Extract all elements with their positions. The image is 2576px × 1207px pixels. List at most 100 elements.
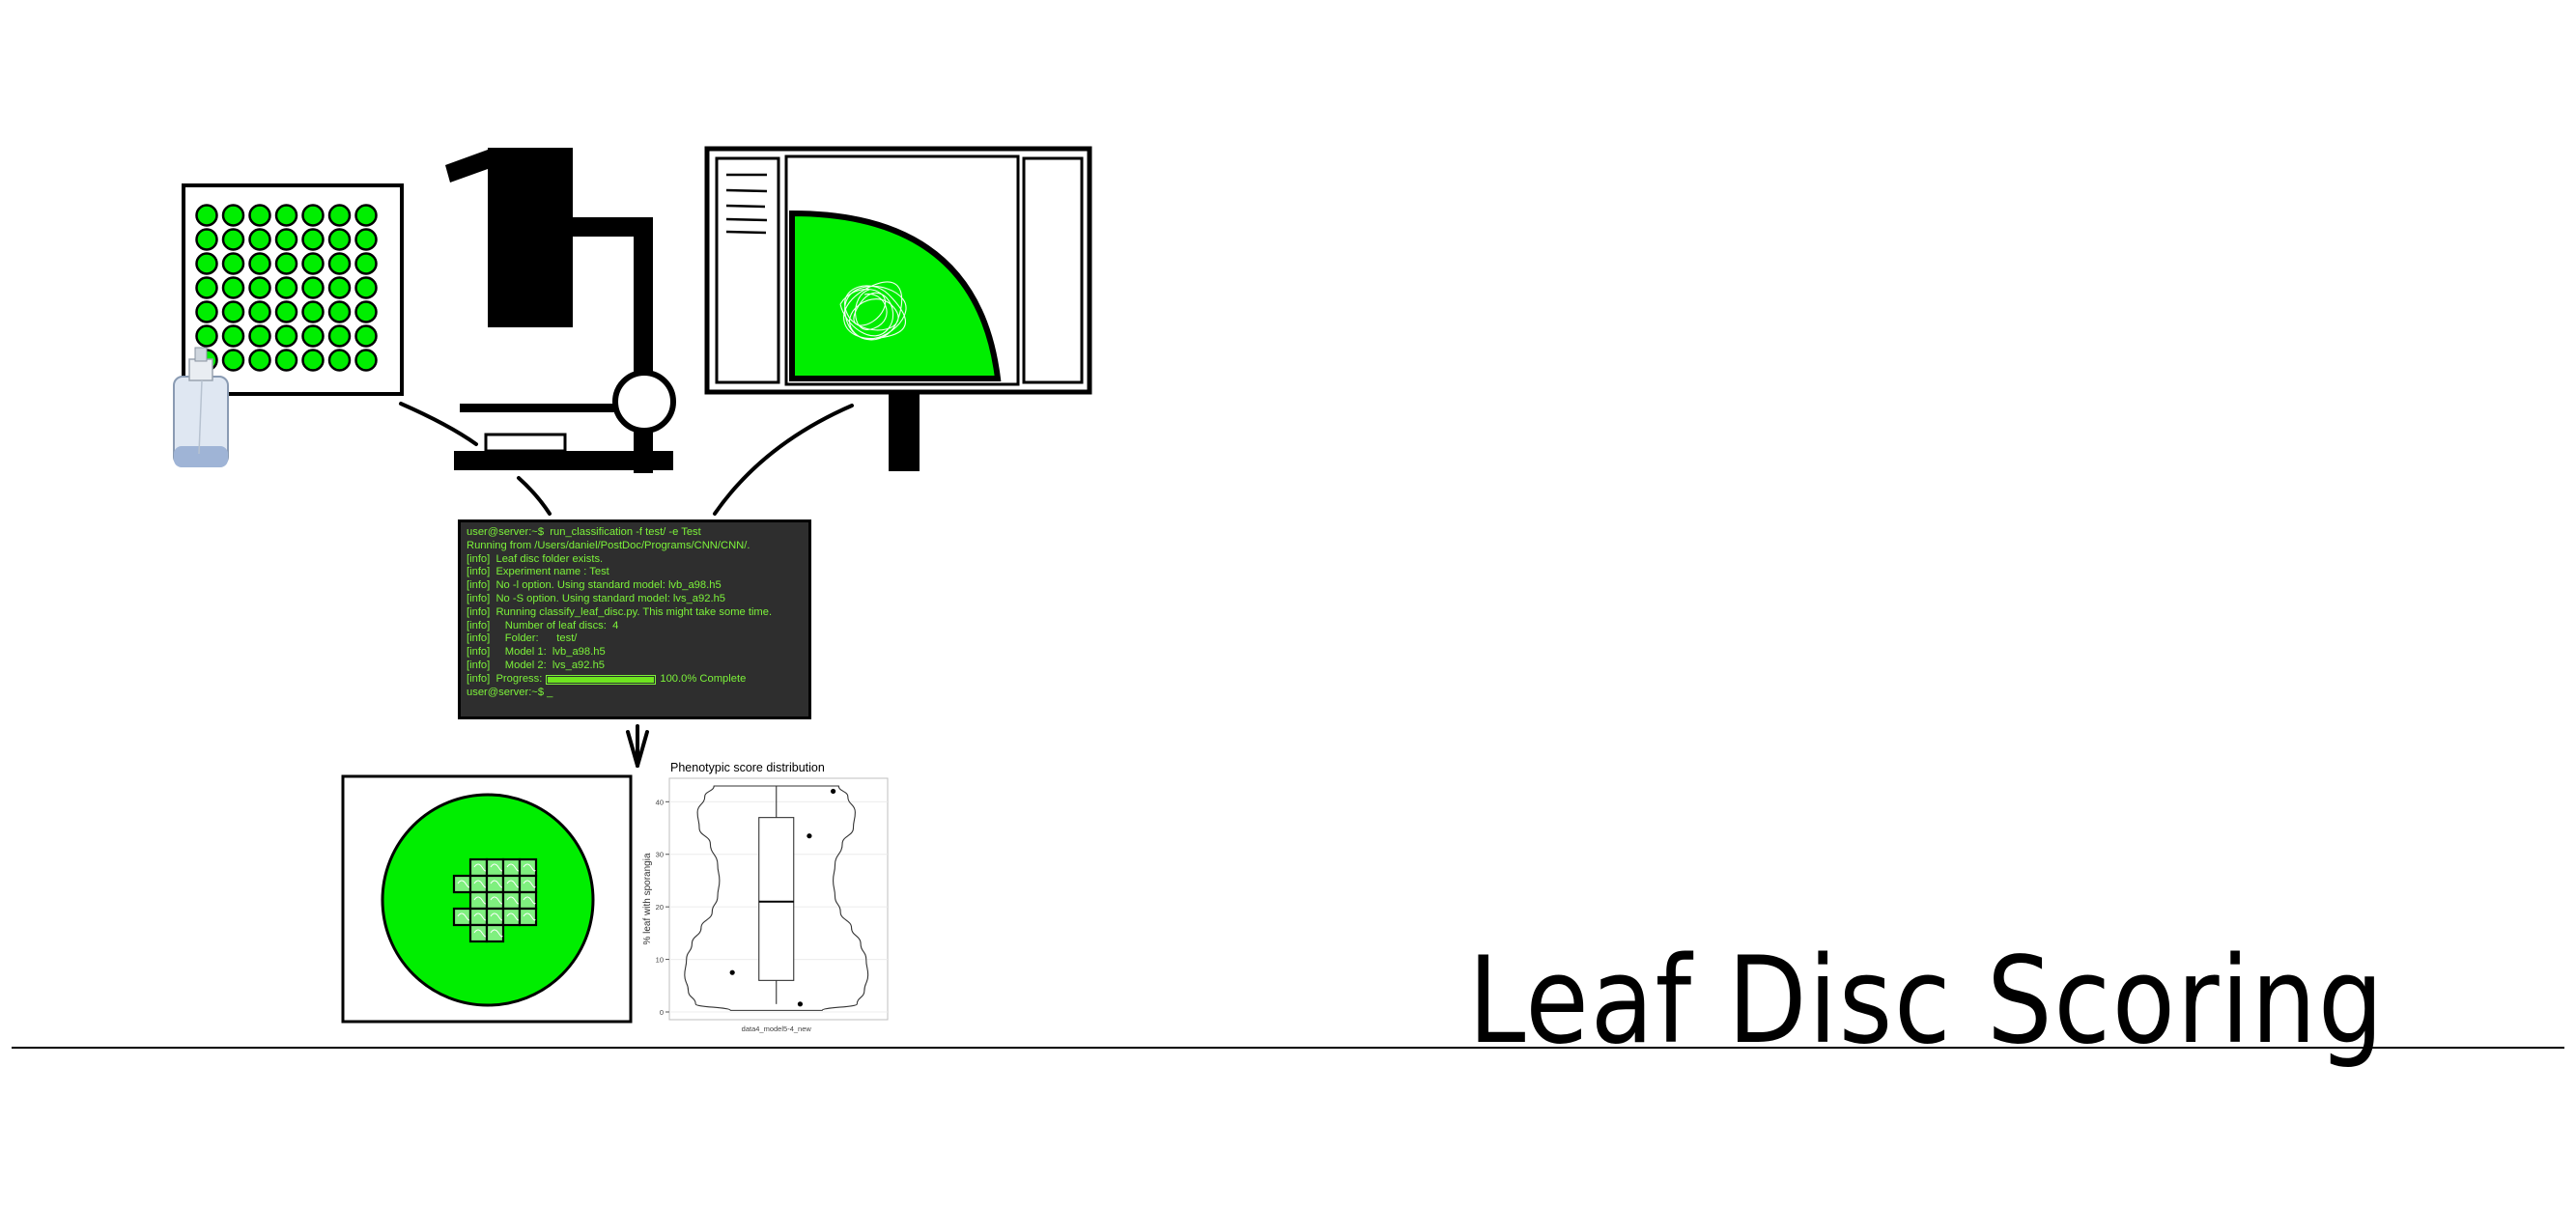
terminal-output: user@server:~$ run_classification -f tes… <box>467 526 803 673</box>
progress-label: [info] Progress: <box>467 672 543 685</box>
leaf-disc-panel <box>341 774 633 1024</box>
tile-texture <box>490 929 503 938</box>
well <box>221 276 245 299</box>
grid-tile <box>452 907 472 927</box>
well <box>248 228 271 251</box>
well <box>274 252 298 275</box>
well <box>274 276 298 299</box>
well <box>301 349 325 372</box>
tile-texture <box>523 896 536 905</box>
progress-fill <box>548 676 655 683</box>
tile-texture <box>523 912 536 921</box>
tile-texture <box>457 880 470 888</box>
grid-tile <box>485 890 505 911</box>
tile-texture <box>490 896 503 905</box>
well <box>248 324 271 348</box>
grid-tile <box>468 857 489 878</box>
well <box>301 252 325 275</box>
well <box>354 300 378 323</box>
tile-texture <box>473 912 487 921</box>
connector-lines <box>399 402 854 516</box>
terminal-line: [info] No -S option. Using standard mode… <box>467 592 726 604</box>
well <box>248 204 271 227</box>
well <box>274 300 298 323</box>
violin-chart: Phenotypic score distribution 010203040 … <box>642 761 889 1033</box>
well <box>327 324 352 348</box>
x-tick-label: data4_model5-4_new <box>742 1025 812 1033</box>
well <box>221 228 245 251</box>
tile-texture <box>473 929 487 938</box>
well <box>327 228 352 251</box>
well <box>354 349 378 372</box>
microscope-icon <box>445 148 676 473</box>
progress-line: [info] Progress: 100.0% Complete <box>467 673 803 687</box>
y-axis-label: % leaf with sporangia <box>642 853 653 944</box>
iqr-box <box>758 817 795 981</box>
grid-tile <box>501 890 522 911</box>
grid-tile <box>518 874 538 894</box>
tile-texture <box>506 863 520 872</box>
well <box>327 252 352 275</box>
leaf-disc-icon <box>381 793 595 1007</box>
terminal-line: [info] Leaf disc folder exists. <box>467 552 604 565</box>
well <box>195 204 218 227</box>
grid-tile <box>501 857 522 878</box>
well <box>248 349 271 372</box>
y-tick-label: 0 <box>660 1008 664 1017</box>
grid-tile <box>468 923 489 943</box>
tile-texture <box>457 912 470 921</box>
grid-tile <box>485 874 505 894</box>
well <box>274 228 298 251</box>
well <box>248 300 271 323</box>
tile-texture <box>473 863 487 872</box>
well <box>248 276 271 299</box>
down-arrow-icon <box>626 724 649 768</box>
tile-texture <box>523 863 536 872</box>
well <box>301 276 325 299</box>
grid-tile <box>468 890 489 911</box>
well <box>274 324 298 348</box>
well <box>221 349 245 372</box>
well <box>354 252 378 275</box>
terminal-line: Running from /Users/daniel/PostDoc/Progr… <box>467 539 750 551</box>
tile-texture <box>506 912 520 921</box>
well <box>195 228 218 251</box>
y-tick-label: 40 <box>656 798 664 806</box>
multiwell-plate-icon <box>182 183 404 396</box>
data-point <box>830 788 836 795</box>
well <box>354 276 378 299</box>
tile-texture <box>473 880 487 888</box>
well <box>195 276 218 299</box>
tile-texture <box>506 880 520 888</box>
grid-tile <box>485 923 505 943</box>
grid-tile <box>485 907 505 927</box>
well <box>221 204 245 227</box>
data-point <box>797 1001 804 1007</box>
well <box>248 252 271 275</box>
well <box>327 300 352 323</box>
data-point <box>729 969 735 975</box>
terminal-line: [info] Model 1: lvb_a98.h5 <box>467 646 606 659</box>
violin-shape <box>684 785 869 1011</box>
page-title: Leaf Disc Scoring <box>1468 932 2386 1071</box>
terminal-prompt: user@server:~$ _ <box>467 686 553 698</box>
grid-tile <box>518 890 538 911</box>
well <box>221 300 245 323</box>
terminal-line: [info] Number of leaf discs: 4 <box>467 619 619 632</box>
y-tick-label: 20 <box>656 903 664 912</box>
well <box>274 204 298 227</box>
terminal-line: [info] Running classify_leaf_disc.py. Th… <box>467 605 773 618</box>
terminal-line: user@server:~$ run_classification -f tes… <box>467 526 701 538</box>
progress-text: 100.0% Complete <box>660 672 747 685</box>
tile-texture <box>523 880 536 888</box>
tile-texture <box>490 912 503 921</box>
terminal-window: user@server:~$ run_classification -f tes… <box>458 519 811 719</box>
terminal-line: [info] No -l option. Using standard mode… <box>467 579 722 592</box>
leaf-scribble-icon <box>839 281 907 341</box>
grid-tile <box>518 857 538 878</box>
progress-bar <box>546 674 657 685</box>
well <box>301 228 325 251</box>
spray-bottle-icon <box>173 347 229 467</box>
chart-title: Phenotypic score distribution <box>670 761 825 774</box>
